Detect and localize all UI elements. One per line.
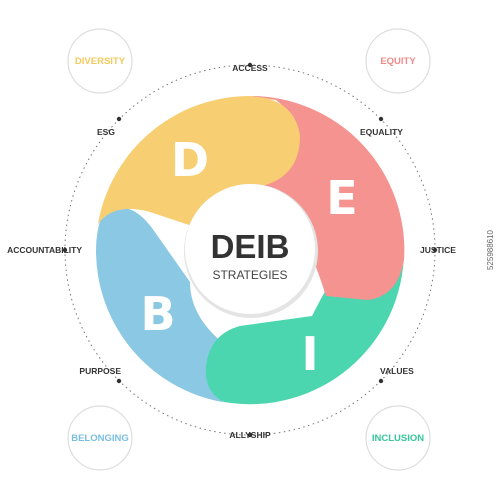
segment-b <box>95 207 240 402</box>
ring-dot-values <box>378 378 384 384</box>
ring-dot-esg <box>116 116 122 122</box>
badge-inclusion-circle <box>365 405 431 471</box>
badge-diversity-circle <box>67 28 133 94</box>
badge-inclusion-label: INCLUSION <box>372 433 424 444</box>
badge-diversity-label: DIVERSITY <box>75 56 126 67</box>
badge-equity-label: EQUITY <box>380 56 416 67</box>
ring-label-purpose: PURPOSE <box>79 366 121 376</box>
badge-equity: EQUITY <box>365 28 431 94</box>
badge-belonging-circle <box>67 405 133 471</box>
ring-label-values: VALUES <box>380 366 414 376</box>
ring-label-esg: ESG <box>97 127 115 137</box>
center-circle <box>185 184 315 314</box>
badge-inclusion: INCLUSION <box>365 405 431 471</box>
ring-label-allyship: ALLYSHIP <box>229 430 271 440</box>
ring-dot-accountability <box>62 247 68 253</box>
badge-belonging: BELONGING <box>67 405 133 471</box>
ring-label-access: ACCESS <box>232 63 268 73</box>
segment-e <box>250 95 405 300</box>
watermark-id: 525988610 <box>486 229 495 270</box>
ring-dots <box>62 62 438 438</box>
segment-d <box>98 95 300 227</box>
segment-letter-d: D <box>171 133 209 187</box>
center-subtitle: STRATEGIES <box>212 268 287 282</box>
wedge-segments <box>95 95 405 405</box>
ring-label-accountability: ACCOUNTABILITY <box>7 245 82 255</box>
badge-diversity: DIVERSITY <box>67 28 133 94</box>
ring-label-equality: EQUALITY <box>360 127 403 137</box>
badge-belonging-label: BELONGING <box>71 433 129 444</box>
segment-letter-b: B <box>140 287 175 341</box>
center-title: DEIB <box>211 228 290 265</box>
ring-dot-equality <box>378 116 384 122</box>
segment-letter-e: E <box>326 171 357 225</box>
ring-label-justice: JUSTICE <box>420 245 456 255</box>
ring-dot-purpose <box>116 378 122 384</box>
badge-equity-circle <box>365 28 431 94</box>
ring-dot-allyship <box>247 432 253 438</box>
segment-letter-i: I <box>301 327 318 381</box>
ring-dot-justice <box>432 247 438 253</box>
ring-dot-access <box>247 62 253 68</box>
